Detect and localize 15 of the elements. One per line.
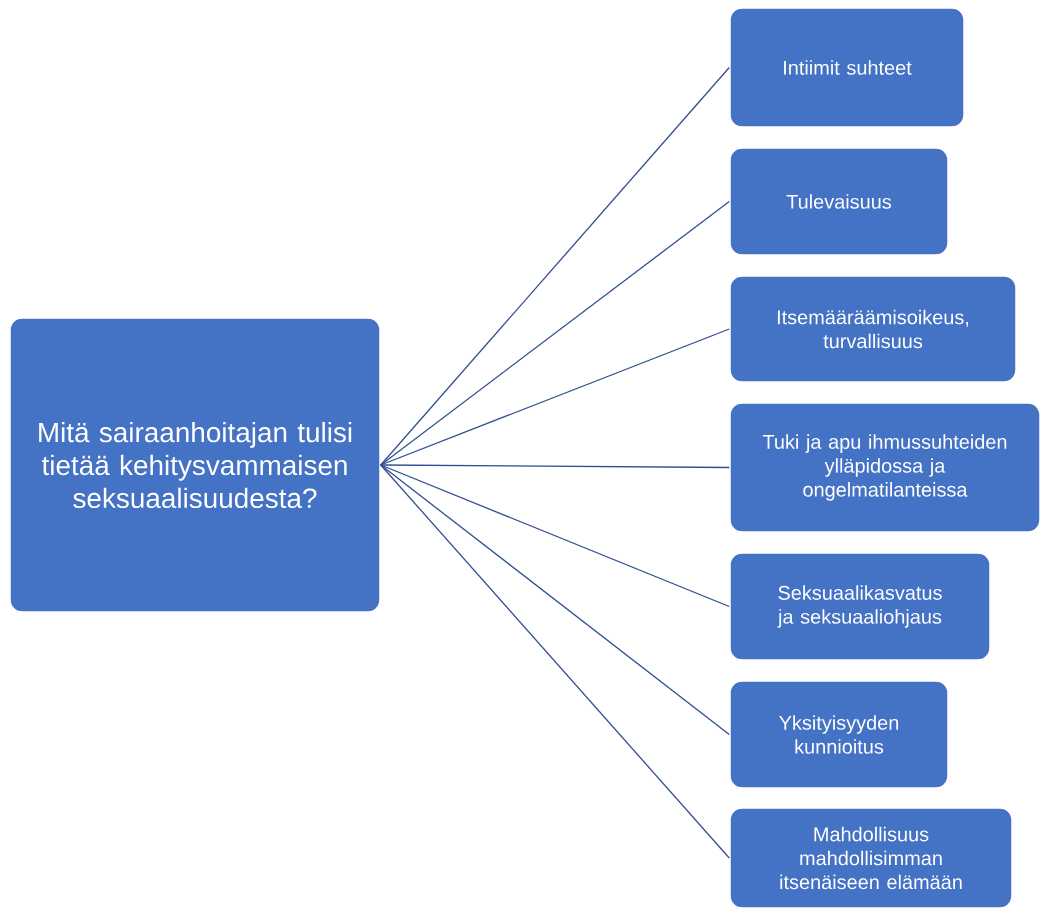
connector-line: [380, 464, 730, 859]
question-box: Mitä sairaanhoitajan tulisi tietää kehitysvammaisen seksuaalisuudesta?: [9, 317, 381, 613]
topic-box: Yksityisyyden kunnioitus: [729, 680, 949, 789]
connector-line: [380, 464, 730, 469]
topic-box: Tuki ja apu ihmussuhteiden ylläpidossa ja ongelmatilanteissa: [729, 402, 1041, 533]
connector-line: [380, 200, 730, 466]
topic-box: Seksuaalikasvatus ja seksuaaliohjaus: [729, 552, 991, 661]
connector-line: [380, 464, 730, 736]
topic-box: Intiimit suhteet: [729, 7, 965, 128]
topic-box: Itsemääräämisoikeus, turvallisuus: [729, 275, 1017, 383]
connector-line: [380, 464, 730, 608]
connector-line: [380, 66, 730, 466]
topic-box: Tulevaisuus: [729, 147, 949, 256]
topic-box: Mahdollisuus mahdollisimman itsenäiseen elämään: [729, 807, 1013, 909]
connector-line: [380, 328, 730, 466]
